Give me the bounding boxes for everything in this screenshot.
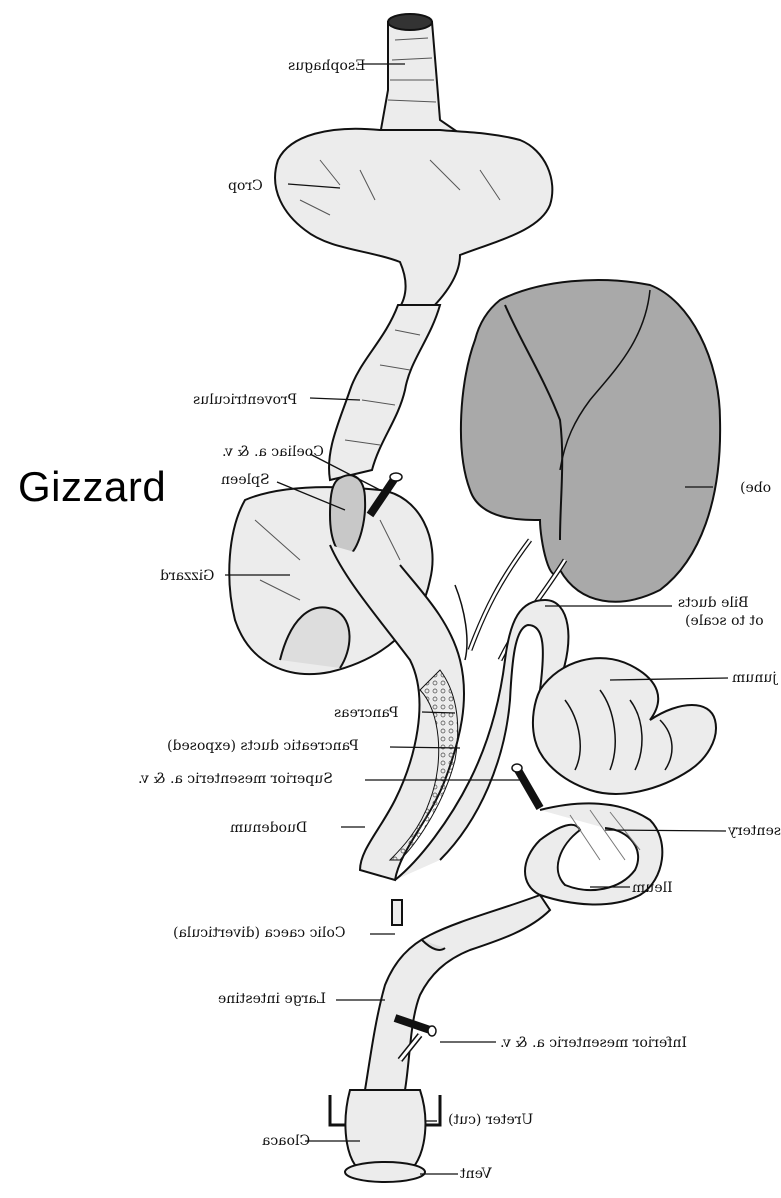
label-large-intestine: Large intestine [218, 991, 326, 1007]
label-bile-ducts: Bile ducts [678, 595, 749, 611]
label-esophagus: Esophagus [288, 58, 365, 74]
label-pancreatic-ducts: Pancreatic ducts (exposed) [167, 738, 359, 754]
label-spleen: Spleen [221, 472, 270, 488]
label-gizzard: Gizzard [160, 568, 214, 584]
label-inferior-mesenteric: Inferior mesenteric a. & v. [500, 1035, 687, 1051]
label-pancreas: Pancreas [334, 705, 399, 721]
label-proventriculus: Proventriculus [193, 392, 297, 408]
superior-mesenteric-vessel [512, 764, 540, 808]
overlay-gizzard-label: Gizzard [18, 463, 166, 511]
crop-shape [275, 129, 552, 310]
label-liver-lobe: obe) [740, 480, 771, 496]
liver-shape [461, 280, 720, 602]
label-ureter: Ureter (cut) [448, 1112, 533, 1128]
label-jejunum: junum [732, 670, 779, 686]
label-coeliac: Coeliac a. & v. [222, 444, 324, 460]
label-vent: Vent [460, 1166, 493, 1182]
label-crop: Crop [228, 178, 263, 194]
esophagus-shape [380, 14, 462, 135]
label-colic-caeca: Colic caeca (diverticula) [173, 925, 346, 941]
large-intestine-shape [365, 895, 550, 1090]
label-cloaca: Cloaca [262, 1133, 310, 1149]
label-superior-mesenteric: Superior mesenteric a. & v. [138, 771, 333, 787]
cloaca-shape [330, 1090, 440, 1182]
proventriculus-shape [329, 305, 440, 480]
label-duodenum: Duodenum [230, 820, 307, 836]
label-ileum: Ileum [632, 880, 673, 896]
label-bile-ducts-note: ot to scale) [685, 613, 764, 629]
label-mesentery: sentery [728, 823, 781, 839]
